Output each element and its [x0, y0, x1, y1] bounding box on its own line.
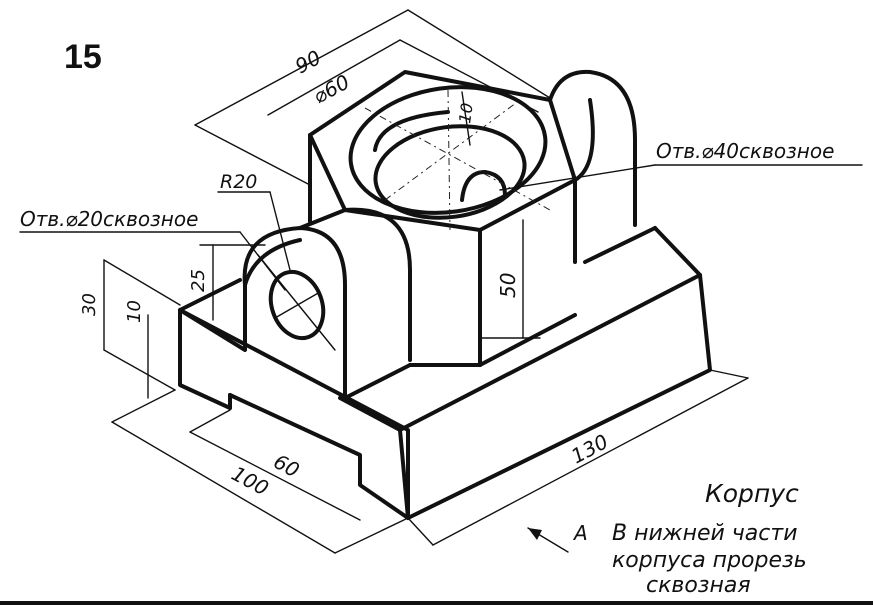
hex-boss — [308, 70, 577, 367]
dim-30: 30 — [79, 293, 100, 316]
part-title: Корпус — [705, 479, 799, 508]
note-marker: A — [572, 521, 588, 545]
note-line-1: В нижней части — [612, 521, 798, 546]
dim-10-top: 10 — [455, 102, 477, 125]
callout-hole-40: Отв.⌀40сквозное — [656, 139, 834, 163]
dim-10-left: 10 — [124, 300, 145, 323]
note-line-2: корпуса прорезь — [612, 548, 807, 573]
note-line-3: сквозная — [646, 573, 751, 598]
dim-25: 25 — [188, 269, 209, 292]
dim-90: 90 — [291, 45, 325, 78]
exercise-number: 15 — [64, 38, 102, 76]
callout-radius: R20 — [220, 171, 257, 193]
callout-hole-20: Отв.⌀20сквозное — [20, 207, 198, 231]
dim-60-diameter: ⌀60 — [309, 70, 353, 109]
right-round-boss — [548, 69, 637, 227]
dimension-lines — [19, 9, 863, 554]
dim-50: 50 — [496, 273, 520, 298]
dim-60-bottom: 60 — [270, 449, 304, 482]
